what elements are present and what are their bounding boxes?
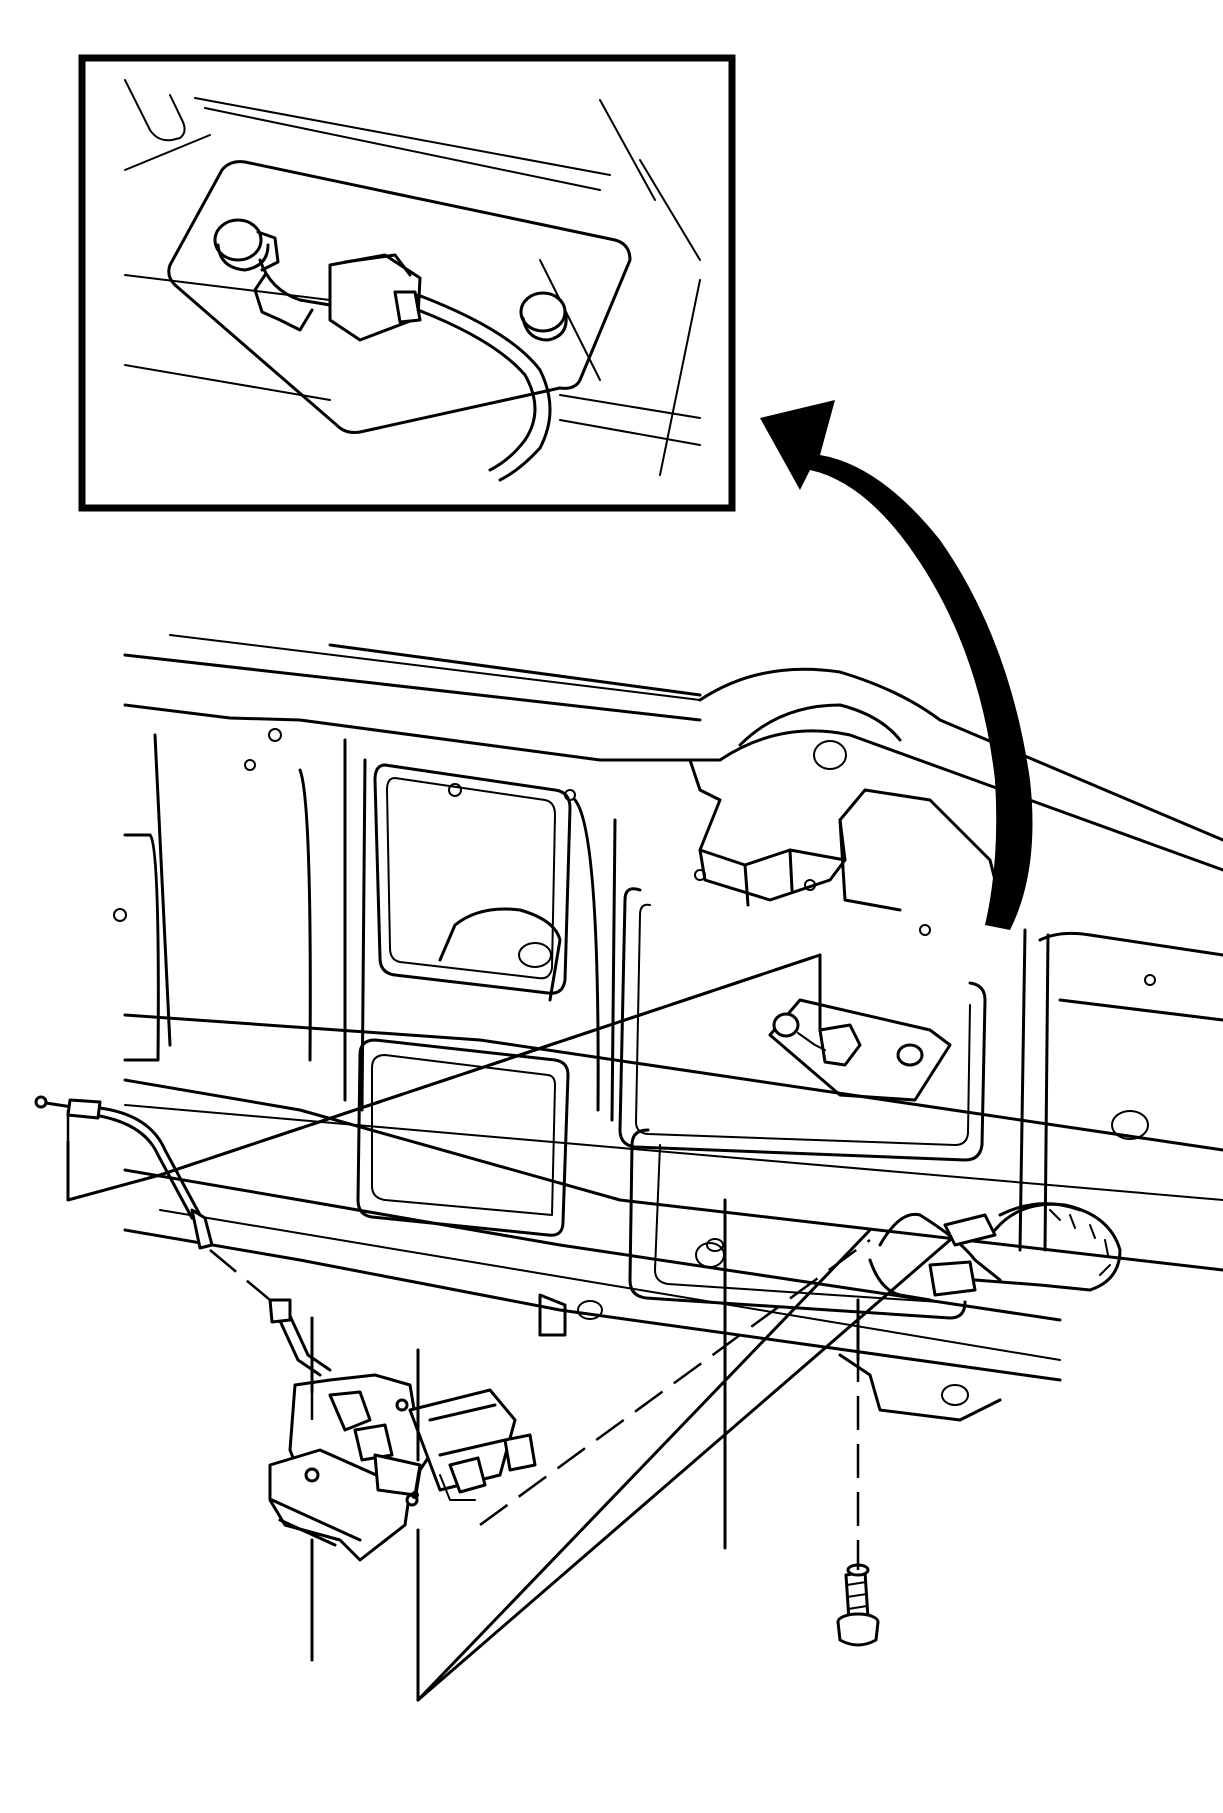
latch-assembly: [268, 1373, 537, 1562]
inset-bolt-left: [213, 218, 280, 272]
inset-cable: [416, 293, 552, 482]
inset-panel-lines: [124, 79, 701, 476]
inset-cable-end: [253, 253, 422, 342]
leader-lines: [66, 953, 952, 1702]
bolt: [836, 1563, 880, 1647]
body-panel: [113, 634, 1223, 1422]
detail-inset: [78, 54, 736, 512]
latch-cable: [34, 1095, 332, 1377]
panel-striker: [768, 998, 952, 1102]
callout-arrow: [760, 400, 1033, 930]
inset-bolt-right: [519, 291, 568, 342]
electrical-connector: [868, 1202, 1122, 1302]
inset-striker-plate: [167, 160, 632, 434]
